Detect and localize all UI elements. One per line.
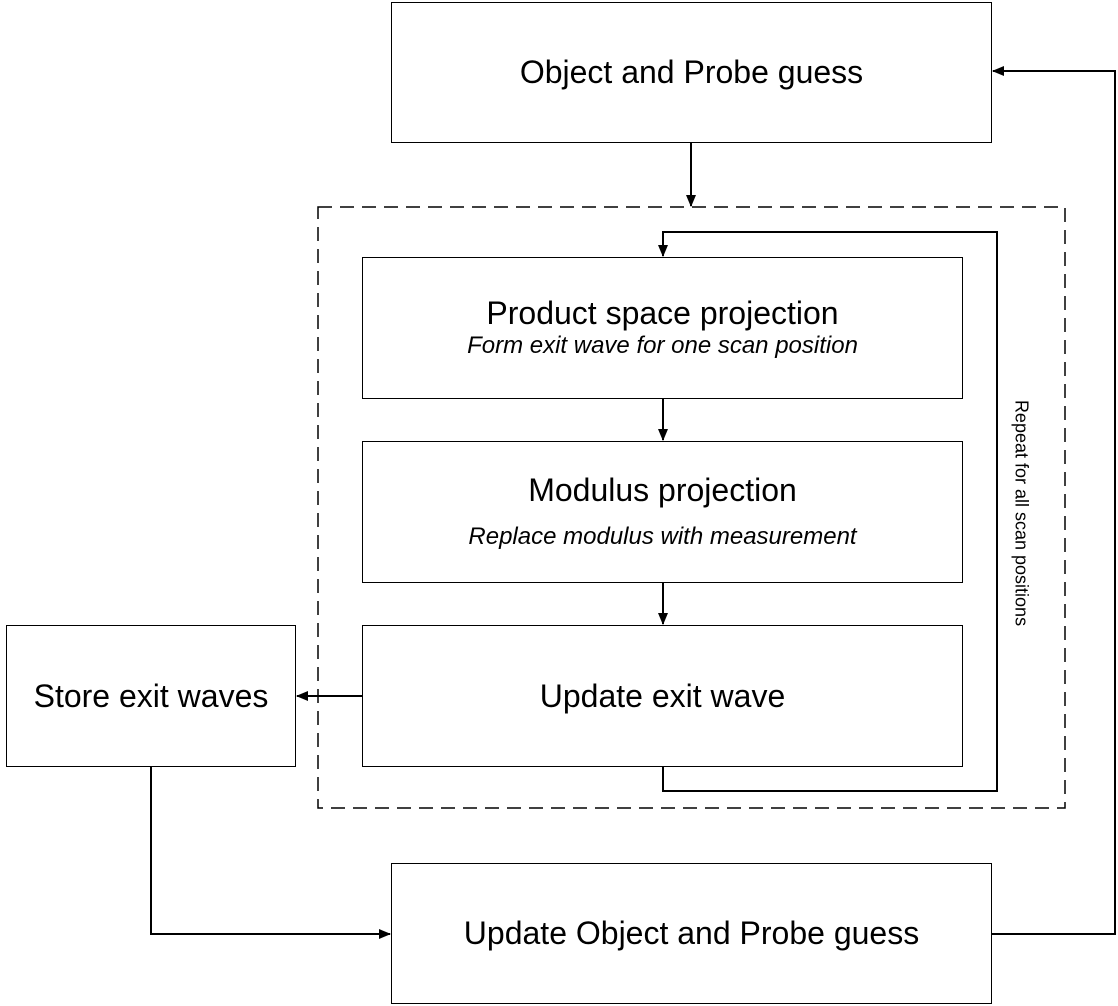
modulus-title: Modulus projection (528, 472, 797, 509)
product-space-subtitle: Form exit wave for one scan position (467, 332, 858, 359)
update-exit-box: Update exit wave (362, 625, 963, 767)
repeat-loop-label: Repeat for all scan positions (1011, 399, 1032, 627)
object-probe-guess-box: Object and Probe guess (391, 2, 992, 143)
update-exit-title: Update exit wave (539, 677, 786, 714)
arrow-repeat-loop (658, 231, 998, 792)
update-object-probe-title: Update Object and Probe guess (463, 915, 920, 952)
object-probe-guess-title: Object and Probe guess (519, 54, 864, 91)
arrow-store-to-update-guess (150, 767, 391, 939)
product-space-box: Product space projection Form exit wave … (362, 257, 963, 399)
update-object-probe-box: Update Object and Probe guess (391, 863, 992, 1004)
modulus-subtitle: Replace modulus with measurement (468, 523, 857, 550)
store-exit-title: Store exit waves (33, 677, 269, 714)
arrow-update-guess-to-guess (992, 66, 1116, 935)
product-space-title: Product space projection (486, 295, 839, 332)
loop-region (317, 206, 1066, 809)
store-exit-box: Store exit waves (6, 625, 296, 767)
modulus-box: Modulus projection Replace modulus with … (362, 441, 963, 583)
